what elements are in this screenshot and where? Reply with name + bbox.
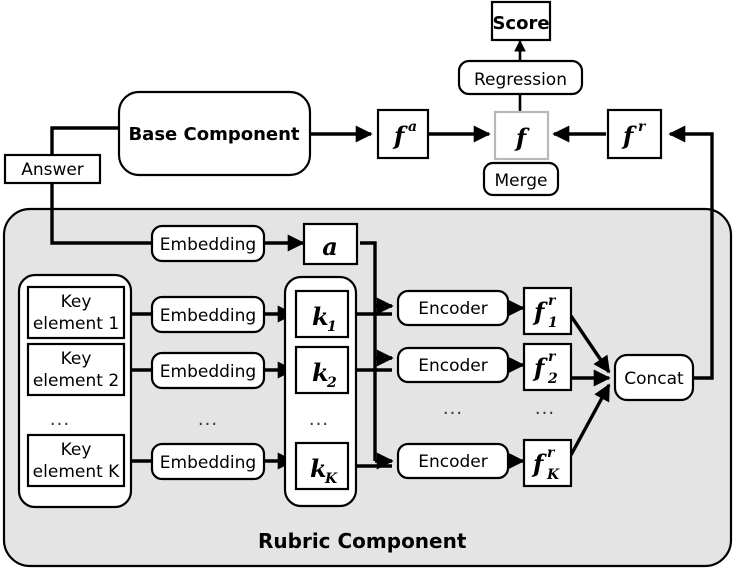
a-vector-box[interactable]: a: [302, 222, 359, 266]
k1-subscript-label: 1: [327, 319, 337, 335]
connector-answer-to-embedding: [50, 182, 152, 245]
kK-subscript-label: K: [324, 471, 338, 487]
key-element-K-line1: Key: [61, 440, 92, 460]
encoder-1-label: Encoder: [418, 299, 488, 319]
key-embedding-2-box[interactable]: Embedding: [150, 351, 266, 390]
base-component-box[interactable]: Base Component: [117, 90, 312, 177]
connector-frK-to-concat: [569, 383, 611, 456]
answer-embedding-box[interactable]: Embedding: [150, 224, 266, 263]
encoder-K-label: Encoder: [418, 452, 488, 472]
key-element-1-line1: Key: [61, 292, 92, 312]
fr-outputs-ellipsis: ...: [535, 398, 555, 419]
fr2-superscript-label: r: [548, 349, 557, 365]
key-embedding-1-label: Embedding: [160, 306, 256, 326]
fr-base-label: f: [621, 121, 637, 150]
regression-label: Regression: [474, 70, 567, 90]
k-vectors-ellipsis: ...: [309, 409, 329, 430]
f-merge-label: f: [514, 123, 530, 152]
fr1-subscript-label: 1: [548, 315, 558, 331]
connector-answer-to-base: [50, 126, 120, 156]
fr-box[interactable]: f r: [606, 108, 663, 160]
connector-concat-to-fr: [668, 125, 714, 380]
fa-box[interactable]: f a: [376, 108, 430, 160]
fr2-box[interactable]: f r 2: [522, 342, 573, 392]
key-embedding-2-label: Embedding: [160, 362, 256, 382]
fa-base-label: f: [392, 121, 408, 150]
fa-superscript-label: a: [408, 119, 417, 135]
frK-base-label: f: [531, 449, 547, 478]
key-element-2-line2: element 2: [33, 371, 119, 391]
key-element-1-box[interactable]: Key element 1: [26, 285, 126, 340]
regression-box[interactable]: Regression: [457, 59, 584, 96]
fr2-subscript-label: 2: [547, 371, 558, 387]
fr1-superscript-label: r: [548, 293, 557, 309]
merge-caption-box[interactable]: Merge: [482, 161, 560, 197]
frK-subscript-label: K: [546, 467, 560, 483]
encoder-2-label: Encoder: [418, 356, 488, 376]
k2-box[interactable]: k 2: [294, 345, 350, 395]
encoders-ellipsis: ...: [443, 398, 463, 419]
key-element-K-box[interactable]: Key element K: [26, 433, 126, 488]
k2-subscript-label: 2: [326, 375, 337, 391]
k1-box[interactable]: k 1: [294, 289, 350, 339]
key-element-K-line2: element K: [33, 462, 121, 482]
fr1-base-label: f: [532, 297, 548, 326]
score-box[interactable]: Score: [490, 0, 552, 42]
kK-box[interactable]: k K: [294, 441, 350, 491]
encoder-2-box[interactable]: Encoder: [396, 346, 510, 384]
k2-base-label: k: [312, 358, 329, 387]
key-embedding-K-label: Embedding: [160, 453, 256, 473]
answer-label: Answer: [21, 160, 84, 180]
key-element-2-line1: Key: [61, 349, 92, 369]
concat-label: Concat: [624, 369, 684, 389]
k1-base-label: k: [312, 302, 329, 331]
rubric-component-title: Rubric Component: [258, 529, 467, 553]
f-merge-box[interactable]: f: [493, 110, 550, 161]
key-embedding-K-box[interactable]: Embedding: [150, 442, 266, 481]
key-element-2-box[interactable]: Key element 2: [26, 342, 126, 397]
answer-embedding-label: Embedding: [160, 235, 256, 255]
frK-box[interactable]: f r K: [522, 438, 573, 488]
key-embeddings-ellipsis: ...: [198, 409, 218, 430]
connector-a-bus: [360, 241, 377, 461]
key-embedding-1-box[interactable]: Embedding: [150, 295, 266, 334]
a-vector-label: a: [322, 232, 338, 261]
encoder-1-box[interactable]: Encoder: [396, 289, 510, 327]
key-element-1-line2: element 1: [33, 314, 119, 334]
fr1-box[interactable]: f r 1: [522, 286, 573, 336]
concat-box[interactable]: Concat: [613, 353, 695, 402]
encoder-K-box[interactable]: Encoder: [396, 442, 510, 480]
answer-box[interactable]: Answer: [3, 153, 102, 185]
connector-fr1-to-concat: [569, 315, 611, 374]
key-elements-ellipsis: ...: [50, 409, 70, 430]
fr2-base-label: f: [532, 353, 548, 382]
score-label: Score: [492, 13, 549, 34]
merge-label: Merge: [494, 171, 547, 191]
fr-superscript-label: r: [638, 119, 647, 135]
frK-superscript-label: r: [547, 445, 556, 461]
base-component-label: Base Component: [128, 124, 299, 145]
kK-base-label: k: [310, 454, 327, 483]
